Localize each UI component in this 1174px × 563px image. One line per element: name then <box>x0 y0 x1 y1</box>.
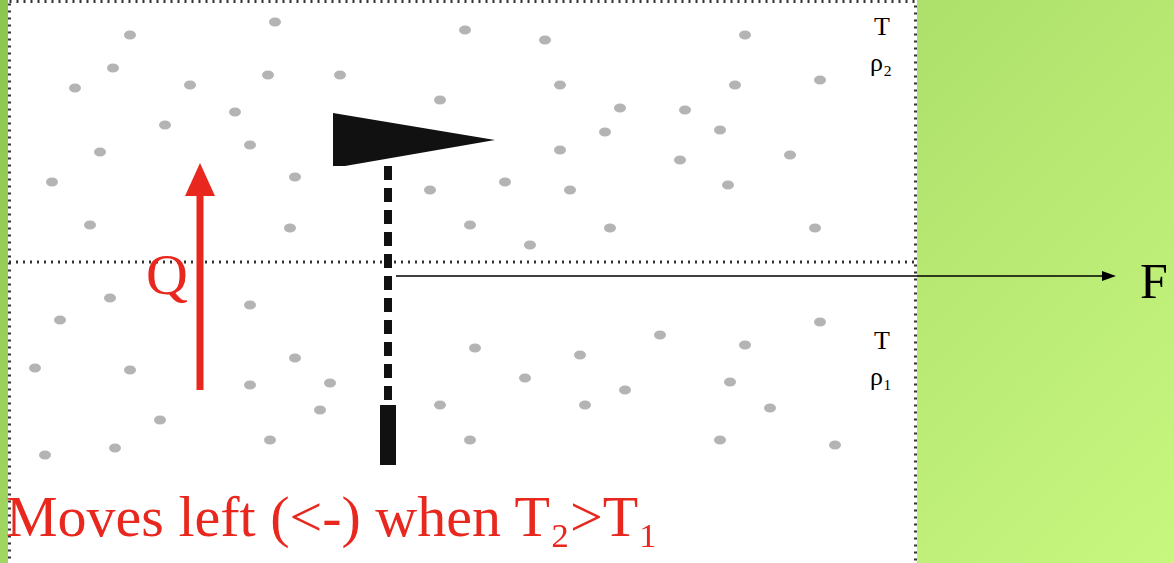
molecule-dot <box>184 81 196 90</box>
molecule-dot <box>269 18 281 27</box>
molecule-dot <box>124 366 136 375</box>
molecule-dot <box>29 364 41 373</box>
molecule-dot <box>614 104 626 113</box>
molecule-dot <box>244 141 256 150</box>
molecule-dot <box>654 331 666 340</box>
molecule-dot <box>244 301 256 310</box>
molecule-dot <box>314 406 326 415</box>
molecule-dot <box>539 36 551 45</box>
molecule-dot <box>159 121 171 130</box>
molecule-dot <box>39 451 51 460</box>
molecule-dot <box>464 221 476 230</box>
temperature-label: T <box>874 328 890 354</box>
force-arrow <box>396 275 1104 277</box>
molecule-dot <box>814 318 826 327</box>
molecule-dot <box>619 386 631 395</box>
molecule-dot <box>229 108 241 117</box>
heat-arrowhead <box>185 163 215 196</box>
molecule-dot <box>107 64 119 73</box>
molecule-dot <box>109 444 121 453</box>
molecule-dot <box>424 186 436 195</box>
molecule-dot <box>499 178 511 187</box>
molecule-dot <box>334 71 346 80</box>
paddle <box>380 405 396 465</box>
molecule-dot <box>714 126 726 135</box>
molecule-dot <box>809 224 821 233</box>
molecule-dot <box>599 128 611 137</box>
molecule-dot <box>84 221 96 230</box>
ratchet-vane <box>333 113 495 166</box>
molecule-dot <box>434 96 446 105</box>
molecule-dot <box>519 374 531 383</box>
molecule-dot <box>69 84 81 93</box>
gas-region: Tρ₂ <box>8 0 917 262</box>
molecule-dot <box>324 379 336 388</box>
gas-box <box>8 0 917 563</box>
density-label: ρ₂ <box>870 50 892 76</box>
molecule-dot <box>674 156 686 165</box>
molecule-dot <box>554 146 566 155</box>
molecule-dot <box>244 381 256 390</box>
gas-molecules <box>29 18 841 460</box>
molecule-dot <box>739 31 751 40</box>
molecule-dot <box>729 81 741 90</box>
box-border <box>10 2 916 563</box>
density-label: ρ₁ <box>870 364 892 390</box>
molecule-dot <box>579 401 591 410</box>
molecule-dot <box>154 416 166 425</box>
molecule-dot <box>722 181 734 190</box>
molecule-dot <box>784 151 796 160</box>
molecule-dot <box>289 354 301 363</box>
molecule-dot <box>284 224 296 233</box>
force-arrowhead <box>1102 271 1116 281</box>
molecule-dot <box>564 186 576 195</box>
molecule-dot <box>94 148 106 157</box>
molecule-dot <box>739 341 751 350</box>
molecule-dot <box>289 173 301 182</box>
molecule-dot <box>724 378 736 387</box>
motion-note: Moves left (<-) when T₂>T₁ <box>6 488 658 546</box>
molecule-dot <box>434 401 446 410</box>
molecule-dot <box>604 224 616 233</box>
molecule-dot <box>764 404 776 413</box>
temperature-label: T <box>874 14 890 40</box>
molecule-dot <box>554 81 566 90</box>
molecule-dot <box>814 76 826 85</box>
molecule-dot <box>459 26 471 35</box>
molecule-dot <box>46 178 58 187</box>
molecule-dot <box>714 436 726 445</box>
molecule-dot <box>124 31 136 40</box>
heat-arrow <box>197 192 204 390</box>
molecule-dot <box>469 344 481 353</box>
divider-line <box>9 261 916 264</box>
molecule-dot <box>264 436 276 445</box>
force-label: F <box>1140 256 1168 306</box>
axle <box>384 166 392 400</box>
heat-label: Q <box>146 246 188 304</box>
molecule-dot <box>829 441 841 450</box>
molecule-dot <box>104 294 116 303</box>
molecule-dot <box>524 241 536 250</box>
molecule-dot <box>262 71 274 80</box>
molecule-dot <box>464 436 476 445</box>
molecule-dot <box>574 351 586 360</box>
molecule-dot <box>679 106 691 115</box>
molecule-dot <box>54 316 66 325</box>
